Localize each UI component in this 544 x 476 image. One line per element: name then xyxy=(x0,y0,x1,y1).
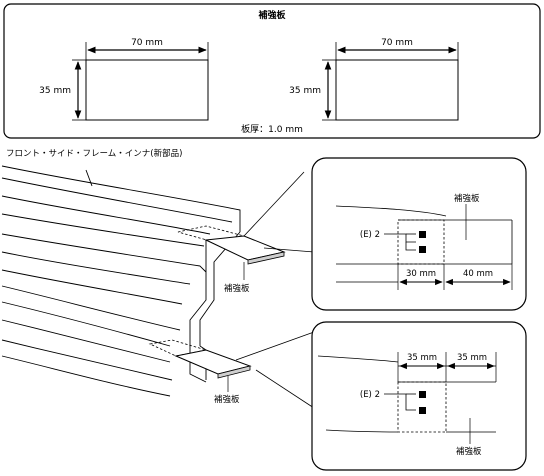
lower-weld-point-2 xyxy=(419,407,426,414)
upper-plate-label: 補強板 xyxy=(224,283,250,294)
upper-weld-point-2 xyxy=(419,246,426,253)
lower-detail-hidden-plate xyxy=(397,381,447,433)
right-plate-outline xyxy=(335,59,459,121)
upper-detail-callout: 補強板 (E) 2 30 mm 40 mm xyxy=(311,157,527,311)
upper-detail-hidden-plate xyxy=(397,219,445,265)
lower-detail-plate-label: 補強板 xyxy=(456,446,482,457)
lower-plate-label: 補強板 xyxy=(214,394,240,405)
top-panel: 補強板 70 mm 35 mm 70 mm 35 mm 板厚：1.0 mm xyxy=(3,3,541,139)
upper-dim-right-label: 40 mm xyxy=(463,269,493,279)
lower-dim-right-label: 35 mm xyxy=(457,353,487,363)
lower-reinforcement-plate xyxy=(148,339,252,392)
lower-detail-callout: 35 mm 35 mm (E) 2 補強板 xyxy=(311,321,527,471)
upper-weld-label: (E) 2 xyxy=(360,230,380,240)
left-plate-outline xyxy=(85,59,209,121)
upper-callout-leader-a xyxy=(243,171,305,237)
main-diagram: フロント・サイド・フレーム・インナ(新部品) xyxy=(1,148,315,409)
lower-weld-leader-2 xyxy=(405,402,416,411)
upper-weld-leader-2 xyxy=(405,242,416,251)
upper-weld-point-1 xyxy=(419,231,426,238)
upper-weld-leader xyxy=(384,233,416,243)
right-plate-height-label: 35 mm xyxy=(289,86,321,96)
right-plate: 70 mm 35 mm xyxy=(289,38,459,121)
upper-detail-plate-label: 補強板 xyxy=(454,193,480,204)
top-panel-frame xyxy=(3,3,541,139)
lower-dim-left-label: 35 mm xyxy=(407,353,437,363)
upper-callout-leader-b xyxy=(263,247,315,253)
upper-rail xyxy=(1,165,241,346)
lower-callout-leader-a xyxy=(235,331,315,361)
left-plate-width-label: 70 mm xyxy=(131,38,163,48)
right-plate-width-label: 70 mm xyxy=(381,38,413,48)
lower-weld-point-1 xyxy=(419,391,426,398)
left-plate: 70 mm 35 mm xyxy=(39,38,209,121)
thickness-label: 板厚：1.0 mm xyxy=(241,123,303,135)
upper-dim-left-label: 30 mm xyxy=(406,269,436,279)
lower-weld-label: (E) 2 xyxy=(360,390,380,400)
part-label: フロント・サイド・フレーム・インナ(新部品) xyxy=(6,148,182,159)
lower-rail xyxy=(1,285,207,397)
left-plate-height-label: 35 mm xyxy=(39,86,71,96)
top-panel-title: 補強板 xyxy=(257,9,286,21)
upper-reinforcement-plate xyxy=(177,225,286,280)
lower-callout-leader-b xyxy=(255,369,315,409)
